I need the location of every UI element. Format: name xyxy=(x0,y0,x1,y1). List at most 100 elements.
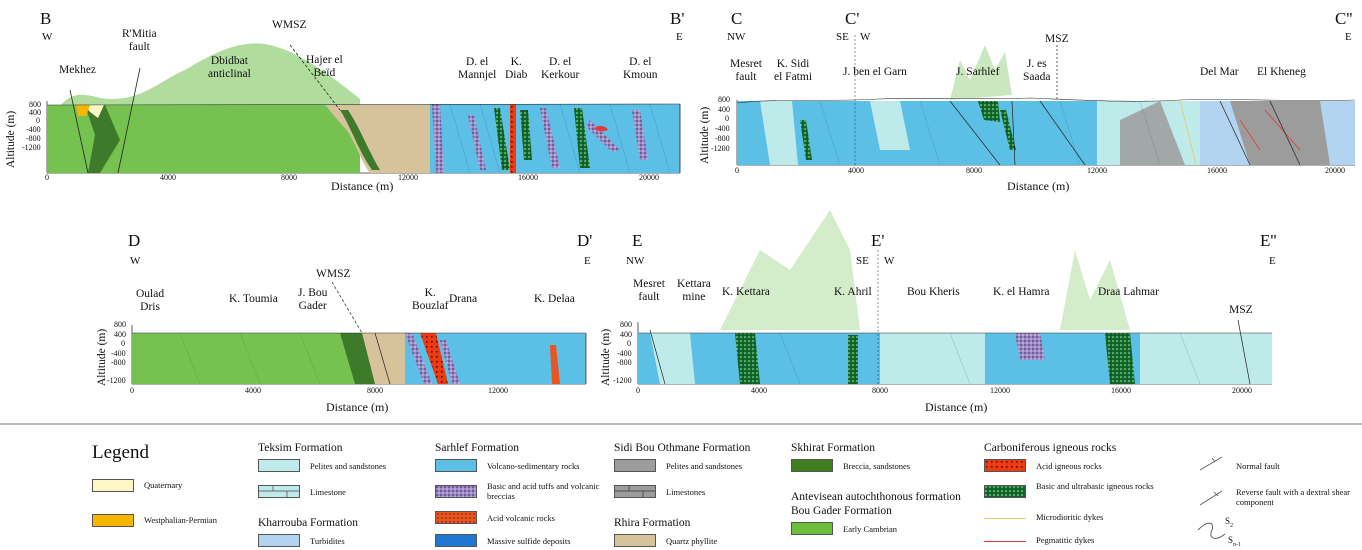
section-cc-dykes xyxy=(1179,100,1301,166)
section-cc-sarhlef xyxy=(737,101,1097,165)
section-dd-end-dir: E xyxy=(584,255,591,267)
section-ee-mid-dir-left: SE xyxy=(856,255,869,267)
legend-label-basic-igneous: Basic and ultrabasic igneous rocks xyxy=(1036,481,1154,491)
section-cc-y-tick: -400 xyxy=(715,124,730,133)
section-ee-y-tick: -400 xyxy=(617,349,632,358)
legend-kharrouba-heading: Kharrouba Formation xyxy=(258,517,358,529)
section-bb-start-letter: B xyxy=(40,9,52,28)
section-dd-dark-band xyxy=(340,333,380,384)
legend-swatch-early-cambrian xyxy=(791,522,833,535)
section-cc-y-tick: 0 xyxy=(725,114,729,123)
legend-label-normal-fault: Normal fault xyxy=(1236,461,1280,471)
section-ee-x-label: Distance (m) xyxy=(925,400,988,414)
section-bb-cleavage xyxy=(449,103,671,174)
section-cc-teksim-mid xyxy=(870,101,910,150)
section-cc-start-letter: C xyxy=(731,9,743,28)
place-wmsz-dd: WMSZ xyxy=(316,268,351,280)
legend-label-sidi-limestones: Limestones xyxy=(666,487,706,497)
place-wmsz-bb: WMSZ xyxy=(272,19,307,31)
place-mekhez: Mekhez xyxy=(59,64,97,76)
legend-label-sidi-pelites: Pelites and sandstones xyxy=(666,461,743,471)
section-ee-faults xyxy=(649,250,1251,385)
legend-sarhlef-heading: Sarhlef Formation xyxy=(435,442,519,454)
section-bb-start-dir: W xyxy=(42,31,53,43)
section-ee-tuff-bands xyxy=(1015,333,1045,360)
section-bb-y-tick: -800 xyxy=(26,134,41,143)
section-ee-start-letter: E xyxy=(632,231,643,250)
section-bb-surface xyxy=(46,103,681,106)
section-ee-x-tick: 0 xyxy=(636,386,640,395)
section-ee-x-tick: 16000 xyxy=(1111,386,1131,395)
section-ee-cleavage xyxy=(779,332,1201,385)
section-cc-surface xyxy=(736,97,1356,104)
place-k-diab: K.Diab xyxy=(505,56,528,81)
place-j-sarhlef: J. Sarhlef xyxy=(956,66,1000,78)
section-bb-basic-bodies xyxy=(494,108,590,170)
legend-label-sulfide: Massive sulfide deposits xyxy=(487,536,571,546)
section-bb-dark-green-band xyxy=(340,110,380,170)
legend-swatch-turbidites xyxy=(258,534,300,547)
legend-reverse-fault-symbol xyxy=(1199,490,1223,506)
section-dd-faults xyxy=(331,281,587,385)
section-dd-y-tick: 800 xyxy=(114,320,126,329)
legend-swatch-sulfide xyxy=(435,534,477,547)
section-cc-x-label: Distance (m) xyxy=(1007,179,1070,193)
section-dd-start-dir: W xyxy=(130,255,141,267)
section-dd-x-tick: 4000 xyxy=(245,386,261,395)
section-bb-x-tick: 4000 xyxy=(160,173,176,182)
legend-skhirat-heading: Skhirat Formation xyxy=(791,442,876,454)
section-bb-y-tick: 0 xyxy=(36,116,40,125)
section-bb-x-tick: 0 xyxy=(45,173,49,182)
legend-label-tuffs: Basic and acid tuffs and volcanic brecci… xyxy=(487,481,600,501)
section-cc-y-tick: 400 xyxy=(718,105,730,114)
legend-label-s2: S2 xyxy=(1225,516,1234,529)
section-ee-y-tick: 800 xyxy=(620,320,632,329)
legend-label-quaternary: Quaternary xyxy=(144,480,183,490)
section-ee-y-tick: 0 xyxy=(627,339,631,348)
section-ee-x-tick: 12000 xyxy=(990,386,1010,395)
section-cc-start-dir: NW xyxy=(727,31,746,43)
section-bb-end-dir: E xyxy=(676,31,683,43)
place-k-kettara: K. Kettara xyxy=(722,286,770,298)
section-bb-westphalian xyxy=(76,105,90,116)
legend-sidi-heading: Sidi Bou Othmane Formation xyxy=(614,442,751,454)
legend-label-turbidites: Turbidites xyxy=(310,536,345,546)
section-cc-x-tick: 0 xyxy=(735,166,739,175)
legend-swatch-tuffs xyxy=(435,485,477,498)
section-ee-y-label: Altitude (m) xyxy=(600,328,612,386)
section-dd-x-label: Distance (m) xyxy=(326,400,389,414)
section-bb-acid-lens xyxy=(594,125,608,132)
legend-label-quartz-phyllite: Quartz phyllite xyxy=(666,536,718,546)
legend-swatch-pegmatitic xyxy=(984,541,1026,542)
section-bb-y-tick: 800 xyxy=(29,100,41,109)
legend-swatch-quaternary xyxy=(92,479,134,492)
section-ee-ghost-ridges-2 xyxy=(1060,250,1130,330)
section-dd-y-tick: 0 xyxy=(121,339,125,348)
section-dd-end-letter: D' xyxy=(577,231,593,250)
section-bb-x-tick: 8000 xyxy=(281,173,297,182)
section-ee-ghost-ridges xyxy=(720,210,860,330)
legend-bou-gader-heading: Bou Gader Formation xyxy=(791,505,892,517)
section-cc-x-tick: 4000 xyxy=(848,166,864,175)
section-ee-x-tick: 8000 xyxy=(872,386,888,395)
section-bb-tuff-bands xyxy=(432,104,648,173)
section-dd-start-letter: D xyxy=(128,231,141,250)
section-cc-x-tick: 20000 xyxy=(1325,166,1345,175)
section-bb-faults xyxy=(69,44,681,174)
section-ee-teksim-mid xyxy=(880,333,985,384)
legend-label-microdioritic: Microdioritic dykes xyxy=(1036,512,1104,522)
section-bb-x-tick: 12000 xyxy=(398,173,418,182)
legend-label-sn-1: Sn-1 xyxy=(1228,535,1242,548)
legend-label-teksim-pelites: Pelites and sandstones xyxy=(310,461,387,471)
legend-carboniferous-heading: Carboniferous igneous rocks xyxy=(984,442,1117,454)
section-dd-y-tick: 400 xyxy=(114,330,126,339)
